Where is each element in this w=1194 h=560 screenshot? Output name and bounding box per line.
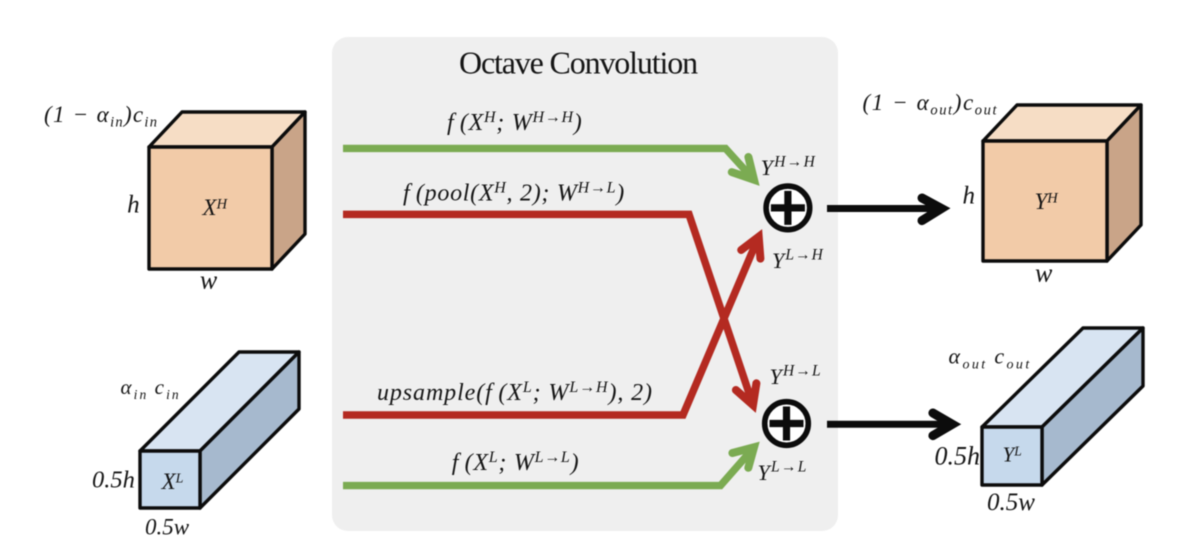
svg-text:0.5w: 0.5w — [987, 489, 1035, 516]
svg-text:XH: XH — [202, 195, 229, 220]
svg-text:αout cout: αout cout — [949, 343, 1032, 372]
svg-text:0.5h: 0.5h — [935, 442, 981, 471]
svg-text:(1 − αout)cout: (1 − αout)cout — [863, 90, 999, 119]
svg-text:0.5h: 0.5h — [92, 467, 135, 494]
svg-text:YH: YH — [1035, 189, 1060, 214]
svg-text:(1 − αin)cin: (1 − αin)cin — [44, 102, 158, 131]
svg-text:w: w — [1035, 259, 1053, 288]
svg-text:upsample(f (XL; WL→H), 2): upsample(f (XL; WL→H), 2) — [377, 379, 653, 406]
svg-text:αin cin: αin cin — [121, 375, 181, 402]
svg-text:h: h — [963, 183, 976, 210]
svg-text:w: w — [200, 265, 218, 294]
svg-text:h: h — [127, 192, 140, 219]
svg-text:0.5w: 0.5w — [145, 515, 190, 540]
svg-text:Octave Convolution: Octave Convolution — [459, 45, 698, 81]
svg-text:f (XH; WH→H): f (XH; WH→H) — [447, 109, 582, 136]
